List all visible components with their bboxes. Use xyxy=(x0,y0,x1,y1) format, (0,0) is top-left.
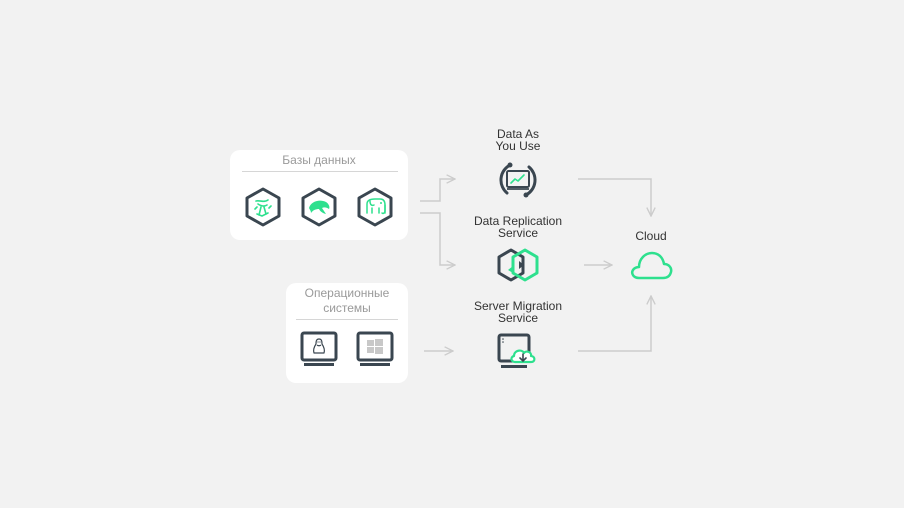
databases-title: Базы данных xyxy=(282,153,356,167)
os-card: Операционные системы xyxy=(286,283,408,383)
os-divider xyxy=(296,319,398,320)
databases-divider xyxy=(242,171,398,172)
arrow-db-to-drs xyxy=(420,212,455,265)
drs-label: Data Replication Service xyxy=(473,214,563,240)
cloud-icon xyxy=(631,251,673,280)
windows-monitor-icon xyxy=(356,331,394,366)
linux-monitor-icon xyxy=(300,331,338,366)
os-title: Операционные системы xyxy=(304,286,390,315)
spark-hive-icon xyxy=(245,187,281,227)
sms-label: Server Migration Service xyxy=(473,299,563,325)
data-as-you-use-icon xyxy=(499,162,537,198)
data-replication-icon xyxy=(497,248,539,282)
arrow-db-to-dayu xyxy=(420,179,455,202)
dayu-label: Data As You Use xyxy=(495,127,541,153)
arrow-dayu-to-cloud xyxy=(578,178,651,216)
databases-card: Базы данных xyxy=(230,150,408,240)
arrow-sms-to-cloud xyxy=(578,296,651,352)
server-migration-icon xyxy=(497,333,536,368)
mysql-dolphin-icon xyxy=(301,187,337,227)
cloud-label: Cloud xyxy=(635,229,667,243)
postgresql-elephant-icon xyxy=(357,187,393,227)
